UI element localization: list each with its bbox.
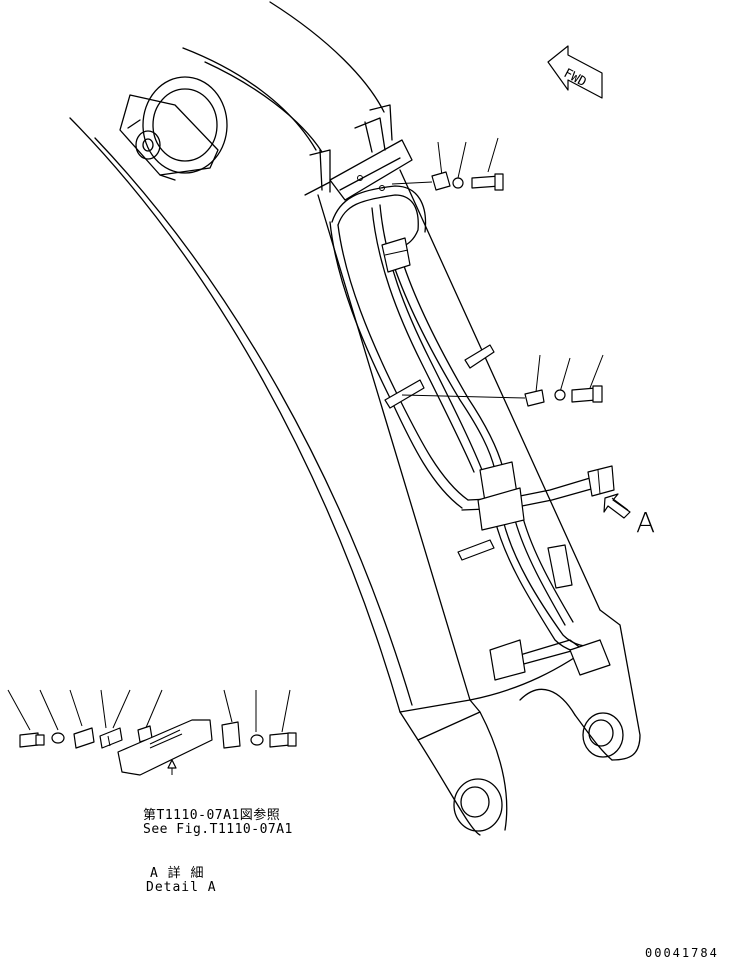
detail-title-jp: A 詳 細	[150, 866, 205, 881]
detail-title-en: Detail A	[146, 880, 217, 895]
detail-a-drawing	[7, 689, 297, 776]
hardware-set-upper	[391, 137, 504, 191]
boom-body	[69, 1, 641, 836]
view-a-marker: A	[636, 506, 656, 539]
hydraulic-pipes	[329, 185, 603, 666]
cylinder-pin-boss	[119, 76, 228, 181]
drawing-number: 00041784	[645, 946, 719, 960]
fwd-arrow	[547, 45, 603, 99]
hardware-set-middle	[401, 354, 604, 407]
detail-reference-jp: 第T1110-07A1図参照	[143, 808, 281, 823]
view-a-arrow	[603, 493, 631, 519]
top-mounting-plate	[304, 104, 413, 201]
pipe-clamps	[381, 237, 615, 681]
detail-reference-en: See Fig.T1110-07A1	[143, 822, 293, 837]
